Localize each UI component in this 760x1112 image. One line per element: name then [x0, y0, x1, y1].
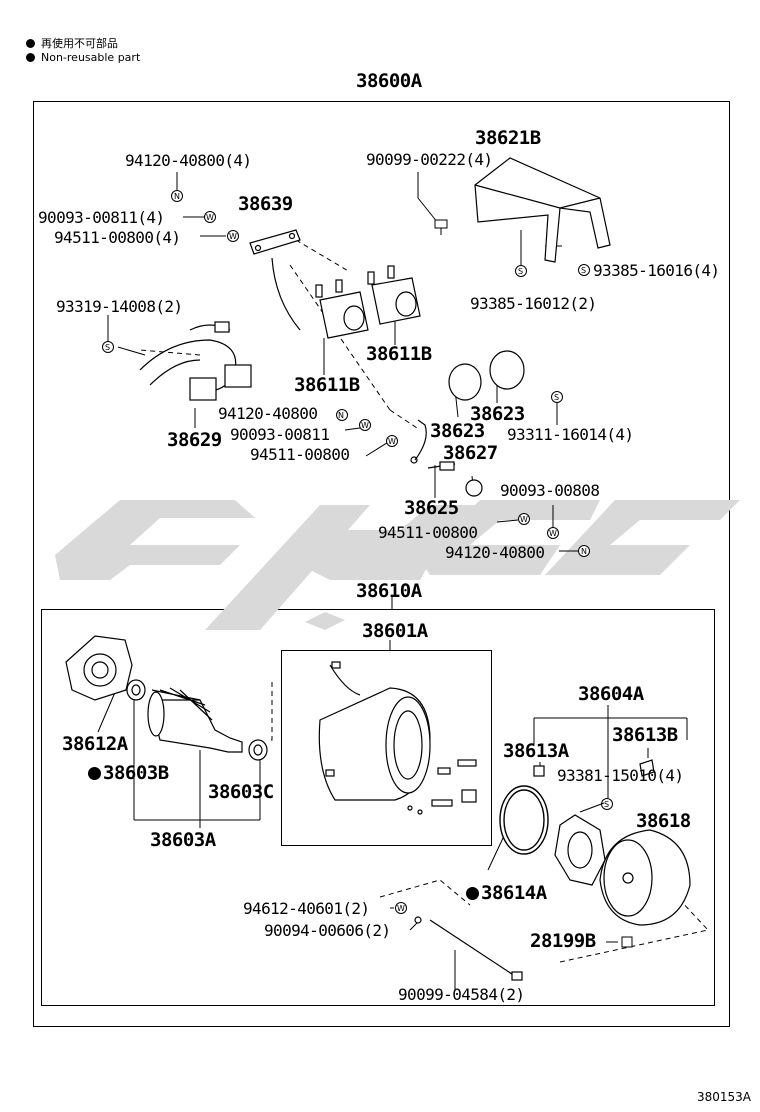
part-90093-00811[interactable]: 90093-00811 [230, 425, 330, 444]
svg-text:N: N [338, 411, 344, 420]
svg-text:W: W [361, 421, 369, 430]
top-assembly-frame [33, 101, 730, 1027]
motor-assembly-number[interactable]: 38601A [362, 620, 428, 642]
part-38623-right[interactable]: 38623 [470, 403, 525, 425]
part-38621B[interactable]: 38621B [475, 127, 541, 149]
non-reusable-icon [88, 767, 101, 780]
sub-assembly-frame [41, 609, 715, 1006]
part-38612A[interactable]: 38612A [62, 733, 128, 755]
part-90099-04584[interactable]: 90099-04584(2) [398, 985, 525, 1004]
watermark-logo [55, 500, 740, 630]
svg-text:S: S [518, 267, 523, 276]
svg-text:N: N [174, 192, 180, 201]
part-90094-00606[interactable]: 90094-00606(2) [264, 921, 391, 940]
part-93385-16012[interactable]: 93385-16012(2) [470, 294, 597, 313]
non-reusable-icon [466, 887, 479, 900]
part-94612-40601[interactable]: 94612-40601(2) [243, 899, 370, 918]
part-38629[interactable]: 38629 [167, 429, 222, 451]
part-94511-00800-4[interactable]: 94511-00800(4) [54, 228, 181, 247]
svg-text:S: S [604, 800, 609, 809]
cover-part [474, 157, 611, 263]
svg-text:S: S [581, 266, 586, 275]
svg-text:W: W [388, 437, 396, 446]
part-38603C[interactable]: 38603C [208, 781, 274, 803]
part-38618[interactable]: 38618 [636, 810, 691, 832]
part-90093-00811-4[interactable]: 90093-00811(4) [38, 208, 165, 227]
part-38627[interactable]: 38627 [443, 442, 498, 464]
part-38623-left[interactable]: 38623 [430, 420, 485, 442]
part-38604A[interactable]: 38604A [578, 683, 644, 705]
part-94511-00800-b[interactable]: 94511-00800 [378, 523, 478, 542]
svg-text:W: W [520, 515, 528, 524]
part-38625[interactable]: 38625 [404, 497, 459, 519]
svg-text:N: N [581, 547, 587, 556]
part-94120-40800-a[interactable]: 94120-40800 [218, 404, 318, 423]
part-94120-40800-b[interactable]: 94120-40800 [445, 543, 545, 562]
part-28199B[interactable]: 28199B [530, 930, 596, 952]
part-90099-00222[interactable]: 90099-00222(4) [366, 150, 493, 169]
svg-text:W: W [397, 904, 405, 913]
part-94120-40800-4[interactable]: 94120-40800(4) [125, 151, 252, 170]
svg-text:W: W [549, 529, 557, 538]
svg-text:W: W [229, 232, 237, 241]
part-90093-00808[interactable]: 90093-00808 [500, 481, 600, 500]
svg-text:S: S [105, 343, 110, 352]
legend-english: Non-reusable part [26, 51, 140, 64]
part-38639[interactable]: 38639 [238, 193, 293, 215]
part-38603A[interactable]: 38603A [150, 829, 216, 851]
figure-id: 380153A [697, 1090, 752, 1104]
legend-japanese: 再使用不可部品 [26, 35, 118, 51]
part-93319-14008[interactable]: 93319-14008(2) [56, 297, 183, 316]
part-38614A[interactable]: 38614A [466, 882, 547, 904]
part-38603B[interactable]: 38603B [88, 762, 169, 784]
bullet-icon [26, 39, 35, 48]
bullet-icon [26, 53, 35, 62]
part-38611B-left[interactable]: 38611B [294, 374, 360, 396]
svg-text:S: S [554, 393, 559, 402]
sub-assembly-number[interactable]: 38610A [356, 580, 422, 602]
part-93311-16014[interactable]: 93311-16014(4) [507, 425, 634, 444]
svg-text:W: W [206, 213, 214, 222]
top-assembly-number[interactable]: 38600A [356, 70, 422, 92]
part-93385-16016[interactable]: 93385-16016(4) [593, 261, 720, 280]
part-38613A[interactable]: 38613A [503, 740, 569, 762]
part-38611B-right[interactable]: 38611B [366, 343, 432, 365]
motor-assembly-frame [281, 650, 492, 846]
part-38613B[interactable]: 38613B [612, 724, 678, 746]
part-93381-15010[interactable]: 93381-15010(4) [557, 766, 684, 785]
part-94511-00800-a[interactable]: 94511-00800 [250, 445, 350, 464]
